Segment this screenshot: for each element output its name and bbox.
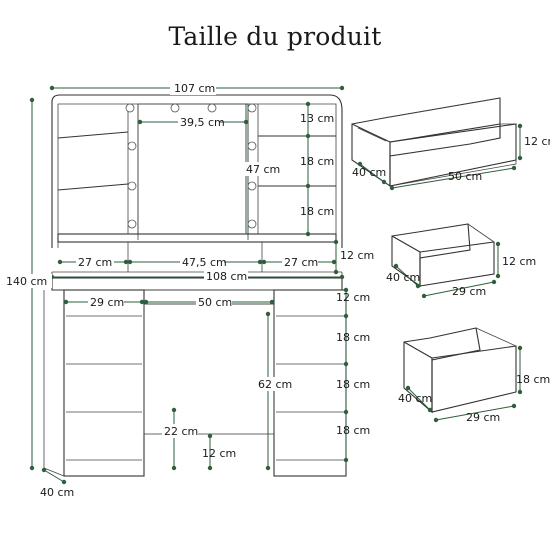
- label-width-top: 107 cm: [174, 82, 215, 95]
- label-drawer-small-depth: 40 cm: [386, 271, 420, 284]
- left-shelf-2: [57, 183, 129, 191]
- drawer-big-illustration: 12 cm 40 cm 50 cm: [351, 97, 550, 191]
- label-right-shelf: 27 cm: [284, 256, 318, 269]
- modesty-panel: [143, 303, 275, 435]
- label-drawer-deep-width: 29 cm: [466, 411, 500, 424]
- label-total-height: 140 cm: [6, 275, 47, 288]
- label-drawer-h-12: 12 cm: [336, 291, 370, 304]
- label-drawer-h-18b: 18 cm: [336, 378, 370, 391]
- drawer-small-illustration: 12 cm 40 cm 29 cm: [386, 223, 536, 299]
- left-shelf-1: [57, 131, 129, 139]
- label-drawer-deep-height: 18 cm: [516, 373, 550, 386]
- label-knee-width: 22 cm: [164, 425, 198, 438]
- label-shelf-13: 13 cm: [300, 112, 334, 125]
- vanity-illustration: [43, 94, 347, 477]
- label-leg-height: 62 cm: [258, 378, 292, 391]
- page-title: Taille du produit: [168, 22, 382, 51]
- label-desk-width: 108 cm: [206, 270, 247, 283]
- left-pedestal: [63, 289, 145, 477]
- label-depth: 40 cm: [40, 486, 74, 499]
- label-drawer-big-height: 12 cm: [524, 135, 550, 148]
- label-drawer-big-depth: 40 cm: [352, 166, 386, 179]
- hutch-bottom-shelf: [57, 233, 337, 243]
- label-drawer-h-18a: 18 cm: [336, 331, 370, 344]
- label-center-drawer: 50 cm: [198, 296, 232, 309]
- label-upper-height: 12 cm: [340, 249, 374, 262]
- dimension-labels: 107 cm 39,5 cm 13 cm 47 cm 18 cm 18 cm 1…: [4, 81, 374, 499]
- label-mirror-width: 39,5 cm: [180, 116, 225, 129]
- label-drawer-small-width: 29 cm: [452, 285, 486, 298]
- label-drawer-deep-depth: 40 cm: [398, 392, 432, 405]
- label-left-drawer: 29 cm: [90, 296, 124, 309]
- desktop: [51, 277, 343, 291]
- label-drawer-small-height: 12 cm: [502, 255, 536, 268]
- label-base-height: 12 cm: [202, 447, 236, 460]
- drawer-deep-illustration: 18 cm 40 cm 29 cm: [398, 327, 550, 424]
- label-shelf-18b: 18 cm: [300, 205, 334, 218]
- label-left-shelf: 27 cm: [78, 256, 112, 269]
- label-shelf-18a: 18 cm: [300, 155, 334, 168]
- label-drawer-h-18c: 18 cm: [336, 424, 370, 437]
- label-middle-shelf: 47,5 cm: [182, 256, 227, 269]
- label-drawer-big-width: 50 cm: [448, 170, 482, 183]
- label-mirror-height: 47 cm: [246, 163, 280, 176]
